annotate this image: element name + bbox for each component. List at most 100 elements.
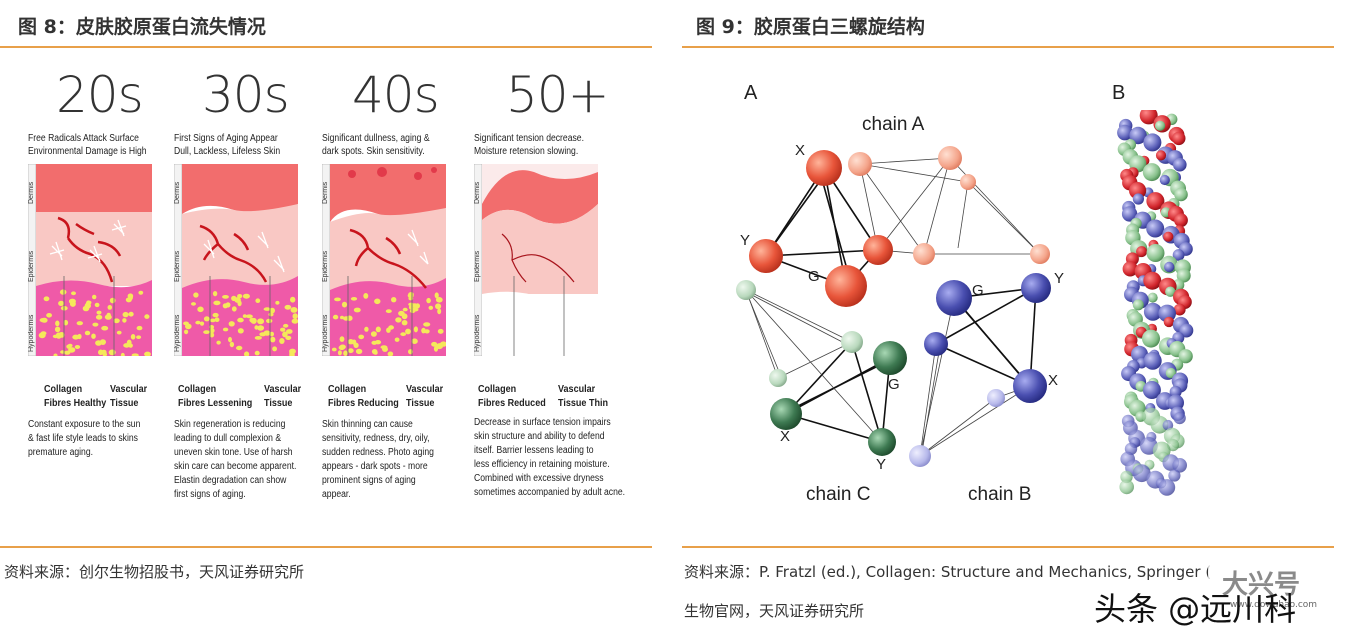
- fat-cell: [290, 296, 296, 303]
- helix-atom: [1155, 120, 1166, 131]
- fat-cell: [94, 302, 100, 308]
- helix-atom: [1147, 292, 1158, 303]
- chain-c-bonds-light: [745, 289, 883, 443]
- fat-cell: [130, 334, 136, 340]
- fat-cells: [183, 291, 298, 356]
- helix-atom: [1120, 470, 1133, 484]
- fat-cell: [291, 318, 298, 324]
- caption-line: Free Radicals Attack Surface: [28, 133, 139, 144]
- fat-cell: [236, 345, 243, 351]
- dermis-layer: [482, 170, 598, 224]
- description-line: less efficiency in retaining moisture.: [474, 459, 610, 470]
- fat-cell: [68, 347, 76, 353]
- epidermis-layer: [182, 204, 298, 288]
- fat-cell: [401, 313, 408, 320]
- fat-cell: [255, 298, 261, 303]
- fat-cell: [401, 320, 408, 326]
- atom-c-y: [868, 428, 896, 456]
- fat-cell: [426, 297, 431, 304]
- layer-label: Epidermis: [28, 250, 35, 282]
- fat-cell: [209, 327, 215, 334]
- figure9-bottom-rule: [682, 546, 1334, 548]
- fat-cell: [289, 348, 296, 354]
- fat-cell: [341, 301, 348, 308]
- description-line: Constant exposure to the sun: [28, 419, 141, 430]
- chain-c-label: chain C: [806, 484, 871, 505]
- fat-cell: [337, 350, 342, 356]
- watermark-text: 头条 @远川科: [1094, 590, 1297, 628]
- description-line: uneven skin tone. Use of harsh: [174, 447, 293, 458]
- fat-cell: [214, 317, 220, 322]
- fat-cell: [209, 332, 215, 338]
- layer-label: Hypodermis: [28, 314, 35, 352]
- caption-line: dark spots. Skin sensitivity.: [322, 146, 425, 157]
- fat-cell: [222, 327, 229, 332]
- fat-cell: [184, 329, 189, 335]
- figure8-bottom-rule: [0, 546, 652, 548]
- fat-cell: [386, 327, 391, 333]
- helix-atom: [1155, 150, 1167, 161]
- atom-c-x: [770, 398, 802, 430]
- fat-cell: [391, 297, 397, 303]
- fat-cell: [128, 343, 133, 348]
- epidermis-layer: [36, 212, 152, 286]
- atom-b-x: [1013, 369, 1047, 403]
- atom-label: X: [795, 142, 806, 159]
- fat-cells: [331, 292, 446, 356]
- helix-atom: [1178, 349, 1193, 364]
- layer-label: Dermis: [174, 181, 181, 204]
- collagen-fibres: [407, 229, 429, 265]
- fat-cell: [95, 314, 103, 320]
- fat-cell: [364, 326, 369, 332]
- collagen-fibres: [203, 231, 285, 273]
- fat-cell: [272, 346, 277, 352]
- fat-cell: [109, 297, 116, 304]
- helix-atom: [1142, 381, 1161, 399]
- epidermis-layer: [330, 208, 446, 290]
- fat-cell: [400, 332, 407, 337]
- helix-atom: [1176, 268, 1191, 283]
- fat-cell: [199, 321, 205, 326]
- helix-atom: [1143, 351, 1162, 370]
- fat-cell: [411, 338, 418, 344]
- fat-cell: [358, 334, 365, 340]
- layer-label: Hypodermis: [474, 314, 481, 352]
- description-line: Elastin degradation can show: [174, 475, 287, 486]
- helix-atom: [1132, 299, 1144, 311]
- label-vascular: Vascular Tissue Thin: [558, 382, 608, 410]
- helix-atom: [1174, 213, 1188, 228]
- helix-atoms: [1117, 110, 1194, 496]
- label-vascular: Vascular Tissue: [264, 382, 301, 410]
- age-heading: 40s: [352, 66, 440, 124]
- panel-caption: First Signs of Aging Appear Dull, Lackle…: [174, 132, 280, 158]
- fat-cell: [228, 321, 235, 327]
- description-line: Skin thinning can cause: [322, 419, 413, 430]
- fat-cell: [104, 314, 112, 320]
- fat-cell: [395, 317, 402, 323]
- fat-cell: [409, 309, 416, 314]
- label-line: Tissue: [406, 397, 435, 409]
- fat-cell: [195, 320, 201, 325]
- fat-cell: [39, 318, 47, 323]
- dermis-layer: [482, 164, 598, 204]
- panel-description: Constant exposure to the sun & fast life…: [28, 418, 140, 460]
- description-line: premature aging.: [28, 447, 94, 458]
- label-line: Fibres Lessening: [178, 397, 253, 409]
- fat-cell: [408, 304, 414, 310]
- helix-atom: [1165, 286, 1176, 297]
- layer-label: Epidermis: [474, 250, 481, 282]
- fat-cell: [228, 336, 232, 343]
- description-line: appears - dark spots - more: [322, 461, 428, 472]
- description-line: sudden redness. Photo aging: [322, 447, 434, 458]
- fat-cell: [203, 330, 210, 334]
- fat-cell: [144, 314, 150, 319]
- fat-cell: [55, 332, 62, 338]
- fat-cell: [113, 318, 120, 324]
- fat-cell: [72, 334, 80, 340]
- label-collagen: Collagen Fibres Lessening: [178, 382, 252, 410]
- fat-cell: [101, 325, 109, 331]
- fat-cell: [340, 315, 344, 320]
- fat-cell: [229, 341, 235, 348]
- helix-atom: [1146, 219, 1165, 238]
- label-collagen: Collagen Fibres Healthy: [44, 382, 106, 410]
